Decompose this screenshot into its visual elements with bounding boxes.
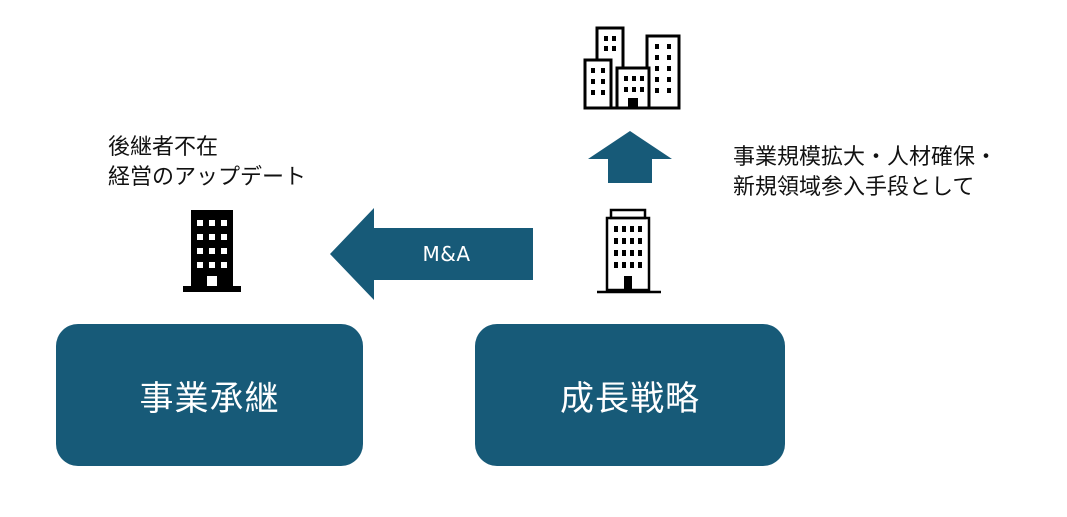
up-arrow-icon <box>588 131 672 183</box>
left-note-line1: 後継者不在 <box>108 135 219 160</box>
business-succession-box: 事業承継 <box>56 324 363 466</box>
right-note: 事業規模拡大・人材確保・ 新規領域参入手段として <box>733 143 997 203</box>
left-note: 後継者不在 経営のアップデート <box>108 133 306 193</box>
arrow-label: M&A <box>422 242 471 266</box>
left-arrow-icon <box>330 208 533 300</box>
office-building-icon <box>183 210 241 292</box>
right-note-line2: 新規領域参入手段として <box>733 175 975 200</box>
city-buildings-icon <box>581 24 681 110</box>
right-note-line1: 事業規模拡大・人材確保・ <box>733 145 998 170</box>
left-note-line2: 経営のアップデート <box>108 165 307 190</box>
office-building-outline-icon <box>597 208 661 294</box>
growth-strategy-label: 成長戦略 <box>560 378 700 419</box>
growth-strategy-box: 成長戦略 <box>475 324 785 466</box>
business-succession-label: 事業承継 <box>139 378 280 419</box>
